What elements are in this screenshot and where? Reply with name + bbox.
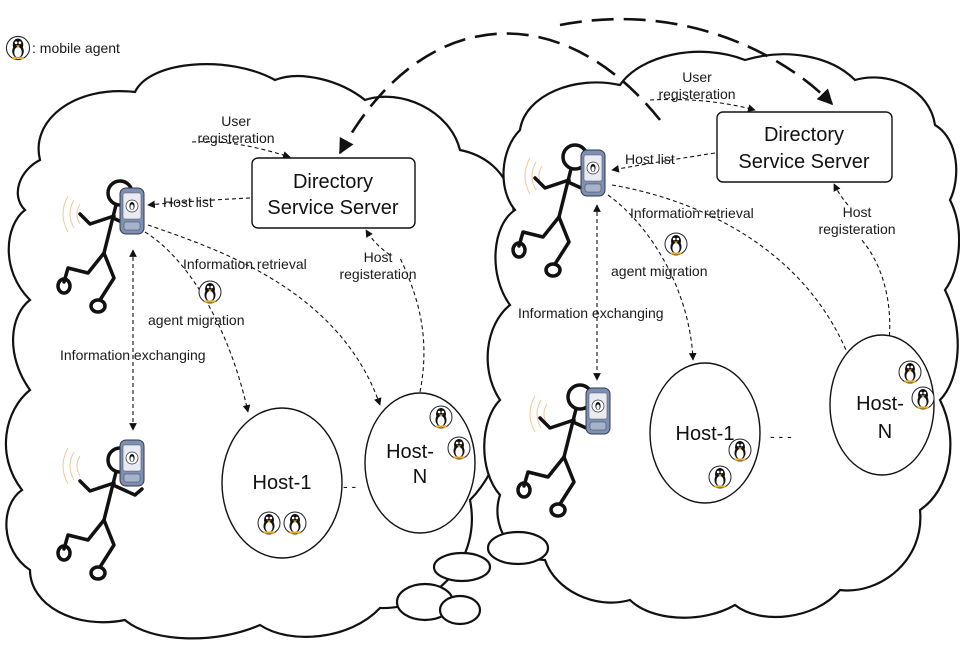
left-host-n-label-a: Host- [386,441,434,463]
right-host-n-agent-icon-2 [911,386,935,410]
left-host-reg-label-2: registeration [339,266,416,282]
penguin-agent-icon [5,35,31,61]
right-migrating-agent-icon [664,232,688,256]
left-host-reg-label-1: Host [364,249,393,265]
left-host-n-agent-icon-2 [447,436,471,460]
left-user-2-phone-icon [119,439,145,487]
right-host-1-agent-icon-1 [728,438,752,462]
left-directory-line1: Directory [293,171,373,193]
left-host-n-label-b: N [413,466,427,488]
left-host-ellipsis: - - [343,478,357,494]
right-user-2-phone-icon [585,387,611,435]
right-info-retrieval-label: Information retrieval [630,205,754,221]
right-info-exchanging-label: Information exchanging [518,305,664,321]
left-host-1 [221,407,343,559]
right-directory-line1: Directory [764,124,844,146]
right-host-n-agent-icon-1 [898,360,922,384]
left-host-n [364,392,476,534]
directory-sync-arrow-left [338,32,662,155]
left-agent-migration-label: agent migration [148,312,245,328]
left-host-n-agent-icon-1 [429,405,453,429]
left-network: Directory Service Server User registerat… [56,113,476,581]
legend: : mobile agent [5,35,120,61]
right-host-n-label-b: N [878,421,892,443]
small-cloud-4 [438,594,482,626]
right-host-1-label: Host-1 [676,423,735,445]
left-directory-line2: Service Server [267,197,398,219]
left-host-list-label: Host list [163,194,213,210]
right-user-reg-label-1: User [682,69,712,85]
right-host-n-label-a: Host- [856,393,904,415]
left-host-1-agent-icon-1 [257,511,281,535]
small-cloud-1 [432,551,492,583]
right-host-list-label: Host list [625,151,675,167]
right-agent-migration-label: agent migration [611,263,708,279]
legend-label: : mobile agent [32,40,120,56]
left-migrating-agent-icon [198,280,222,304]
left-user-1-phone-icon [119,187,145,235]
small-cloud-2 [486,530,550,566]
right-host-ellipsis: - - - [770,428,792,444]
right-user-1-phone-icon [580,149,606,197]
left-info-exchanging-label: Information exchanging [60,347,206,363]
left-user-reg-label-1: User [221,113,251,129]
left-info-retrieval-label: Information retrieval [183,256,307,272]
right-host-reg-label-1: Host [843,204,872,220]
right-directory-server [716,111,893,183]
left-user-reg-label-2: registeration [197,130,274,146]
right-host-reg-label-2: registeration [818,221,895,237]
right-host-1 [649,362,761,504]
right-host-1-agent-icon-2 [708,465,732,489]
left-directory-server [251,157,416,229]
directory-sync-arrow-right [559,17,834,106]
left-host-1-label: Host-1 [253,472,312,494]
right-network: Directory Service Server User registerat… [511,69,935,518]
right-user-reg-label-2: registeration [658,86,735,102]
right-directory-line2: Service Server [738,151,869,173]
left-host-1-agent-icon-2 [283,511,307,535]
